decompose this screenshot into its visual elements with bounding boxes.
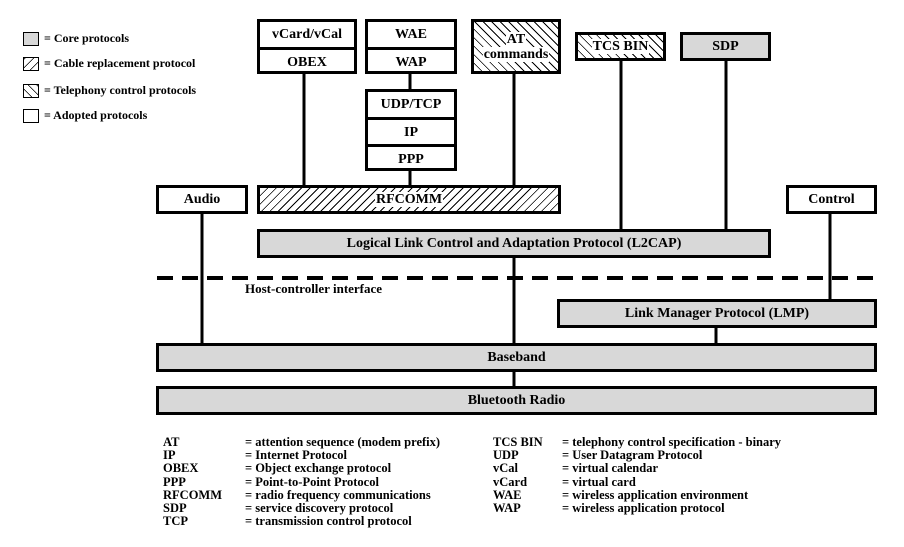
control-box: Control [786,185,877,214]
udp-tcp-label: UDP/TCP [380,97,442,112]
host-controller-interface-label: Host-controller interface [245,281,383,296]
abbreviation-definition: = attention sequence (modem prefix) [245,435,441,449]
abbreviation-term: RFCOMM [163,487,223,502]
abbreviation-term: TCP [163,514,188,529]
cable-swatch [23,56,39,71]
obex-label: OBEX [260,47,354,74]
abbreviation-term: AT [163,435,180,449]
legend-adopted: = Adopted protocols [23,108,147,123]
lmp-box: Link Manager Protocol (LMP) [557,299,877,328]
at-label: AT [505,31,527,47]
legend-label: = Core protocols [44,31,130,45]
telephony-swatch [23,83,39,98]
tcs-bin-box: TCS BIN [575,32,666,61]
abbreviation-definition: = Point-to-Point Protocol [245,474,379,489]
abbreviation-term: vCard [493,474,528,489]
legend-telephony: = Telephony control protocols [23,83,196,98]
abbreviation-definition: = virtual card [562,474,636,489]
baseband-label: Baseband [487,350,546,365]
abbreviation-definition: = virtual calendar [562,461,659,476]
legend-cable: = Cable replacement protocol [23,56,195,71]
audio-label: Audio [183,192,221,207]
legend-core: = Core protocols [23,31,129,46]
abbreviation-term: OBEX [163,461,199,476]
radio-label: Bluetooth Radio [467,393,566,408]
tcs-bin-label: TCS BIN [591,39,650,54]
abbreviation-definition: = radio frequency communications [245,487,431,502]
abbreviation-term: WAE [493,487,522,502]
abbreviation-definition: = Object exchange protocol [245,461,392,476]
abbreviation-definition: = User Datagram Protocol [562,448,703,463]
legend-label: = Adopted protocols [44,108,148,122]
abbreviation-term: IP [163,448,176,463]
abbreviation-definition: = service discovery protocol [245,501,394,515]
abbreviation-definition: = wireless application protocol [562,501,725,515]
l2cap-label: Logical Link Control and Adaptation Prot… [346,236,682,251]
abbreviation-definition: = telephony control specification - bina… [562,435,782,449]
vcard-obex-box: vCard/vCal OBEX [257,19,357,74]
abbreviation-definition: = Internet Protocol [245,448,348,463]
abbreviation-term: PPP [163,474,186,489]
adopted-swatch [23,108,39,123]
abbreviation-term: UDP [493,448,519,463]
abbreviation-term: TCS BIN [493,435,543,449]
vcard-label: vCard/vCal [272,27,342,42]
sdp-label: SDP [712,39,739,54]
legend-label: = Telephony control protocols [44,83,197,97]
wae-wap-box: WAE WAP [365,19,457,74]
abbreviation-definition: = wireless application environment [562,487,749,502]
ip-label: IP [368,117,454,144]
ppp-label: PPP [368,144,454,171]
abbreviation-term: vCal [493,461,518,476]
wae-label: WAE [395,27,427,42]
sdp-box: SDP [680,32,771,61]
rfcomm-box: RFCOMM [257,185,561,214]
at-commands-box: AT commands [471,19,561,74]
l2cap-box: Logical Link Control and Adaptation Prot… [257,229,771,258]
abbreviation-definition: = transmission control protocol [245,514,412,529]
abbreviation-term: WAP [493,501,521,515]
rfcomm-label: RFCOMM [374,192,444,207]
abbreviation-term: SDP [163,501,187,515]
core-swatch [23,31,39,46]
lmp-label: Link Manager Protocol (LMP) [624,306,810,321]
baseband-box: Baseband [156,343,877,372]
bluetooth-radio-box: Bluetooth Radio [156,386,877,415]
commands-label: commands [482,46,550,62]
legend-label: = Cable replacement protocol [44,56,196,70]
audio-box: Audio [156,185,248,214]
wap-label: WAP [368,47,454,74]
control-label: Control [808,192,855,207]
udp-ip-ppp-box: UDP/TCP IP PPP [365,89,457,171]
